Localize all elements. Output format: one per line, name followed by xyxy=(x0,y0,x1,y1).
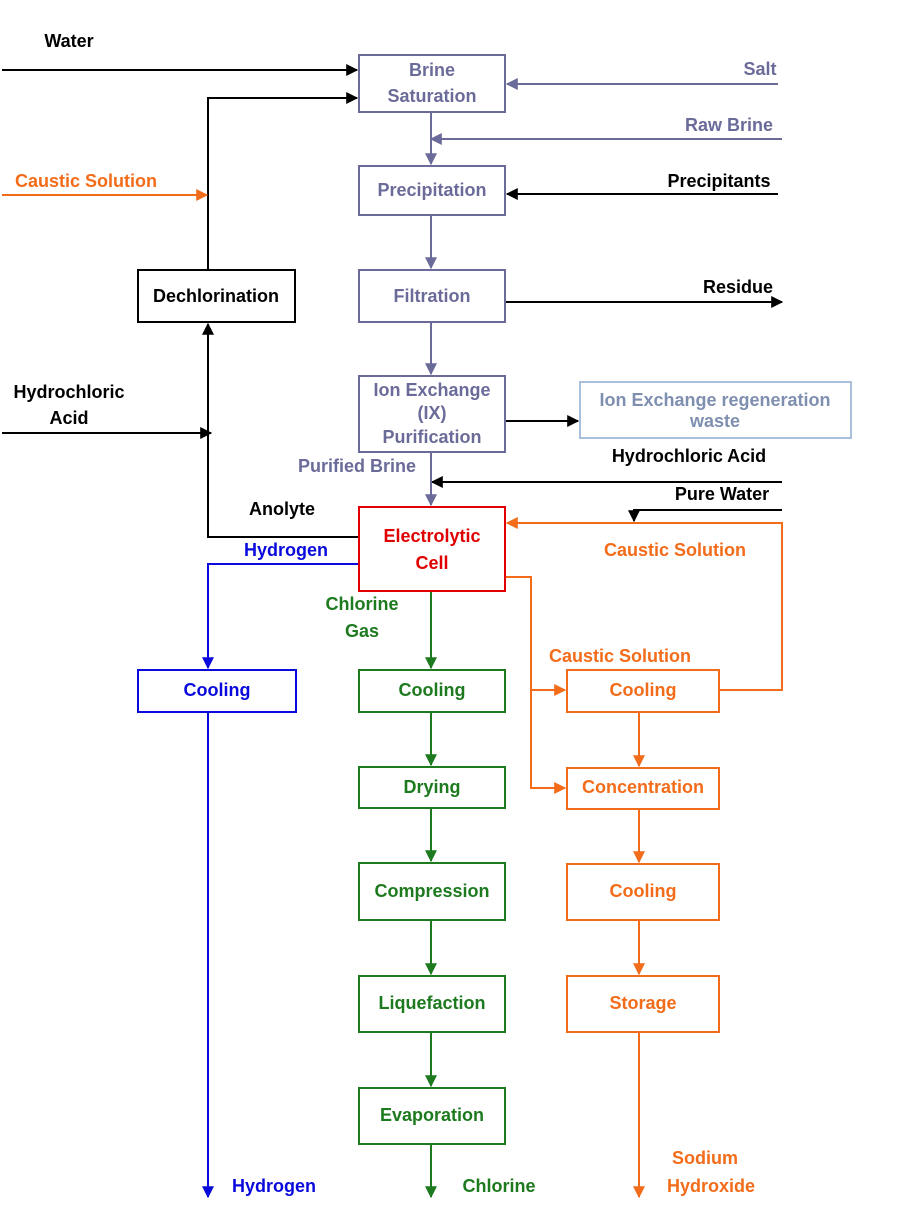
anolyte-to-dechlorination-arrow xyxy=(202,322,359,538)
caustic-storage-box: Storage xyxy=(566,975,720,1033)
chlorine-evaporation-box: Evaporation xyxy=(358,1087,506,1145)
chlorine-liquefaction-box: Liquefaction xyxy=(358,975,506,1033)
raw-brine-label: Raw Brine xyxy=(685,115,773,135)
dechlorination-box: Dechlorination xyxy=(137,269,296,323)
electrolytic-cell-label-1: Electrolytic xyxy=(383,526,480,546)
pure-water-label: Pure Water xyxy=(675,484,769,504)
precipitation-box: Precipitation xyxy=(358,165,506,216)
brine-saturation-label-2: Saturation xyxy=(387,86,476,106)
hcl-left-label-1: Hydrochloric xyxy=(13,382,124,402)
ion-exchange-box: Ion Exchange (IX) Purification xyxy=(358,375,506,453)
pure-water-arrow xyxy=(628,509,782,523)
brine-saturation-label-1: Brine xyxy=(409,60,455,80)
hydrogen-cooling-label: Cooling xyxy=(184,680,251,700)
ix-waste-label-1: Ion Exchange regeneration xyxy=(599,390,830,410)
ion-exchange-label-1: Ion Exchange xyxy=(373,380,490,400)
ix-waste-label-2: waste xyxy=(689,411,740,431)
ion-exchange-label-2: (IX) xyxy=(418,403,447,423)
hcl-left-label-2: Acid xyxy=(49,408,88,428)
cell-to-caustic-cooling-arrow xyxy=(505,576,567,696)
caustic-cooling-2-label: Cooling xyxy=(610,881,677,901)
dechlorination-return-arrow xyxy=(207,92,359,270)
chlorine-output-label: Chlorine xyxy=(462,1176,535,1196)
filtration-label: Filtration xyxy=(394,286,471,306)
sodium-hydroxide-label-1: Sodium xyxy=(672,1148,738,1168)
water-label: Water xyxy=(44,31,93,51)
filtration-box: Filtration xyxy=(358,269,506,323)
chlorine-drying-box: Drying xyxy=(358,766,506,809)
caustic-cooling-box: Cooling xyxy=(566,669,720,713)
electrolytic-cell-label-2: Cell xyxy=(415,553,448,573)
caustic-storage-label: Storage xyxy=(609,993,676,1013)
brine-saturation-box: Brine Saturation xyxy=(358,54,506,113)
caustic-concentration-label: Concentration xyxy=(582,777,704,797)
dechlorination-label: Dechlorination xyxy=(153,286,279,306)
caustic-cooling-label: Cooling xyxy=(610,680,677,700)
precipitants-label: Precipitants xyxy=(667,171,770,191)
ix-regeneration-waste-box: Ion Exchange regeneration waste xyxy=(579,381,852,439)
chlorine-gas-label-2: Gas xyxy=(345,621,379,641)
sodium-hydroxide-label-2: Hydroxide xyxy=(667,1176,755,1196)
chlorine-evaporation-label: Evaporation xyxy=(380,1105,484,1125)
ion-exchange-label-3: Purification xyxy=(382,427,481,447)
hydrogen-output-label: Hydrogen xyxy=(232,1176,316,1196)
chlorine-drying-label: Drying xyxy=(403,777,460,797)
caustic-solution-recycle-label: Caustic Solution xyxy=(604,540,746,560)
caustic-concentration-box: Concentration xyxy=(566,767,720,810)
anolyte-label: Anolyte xyxy=(249,499,315,519)
cell-to-hydrogen-cooling-arrow xyxy=(202,563,359,670)
caustic-solution-left-label: Caustic Solution xyxy=(15,171,157,191)
residue-label: Residue xyxy=(703,277,773,297)
caustic-solution-branch-label: Caustic Solution xyxy=(549,646,691,666)
salt-label: Salt xyxy=(743,59,776,79)
electrolytic-cell-box: Electrolytic Cell xyxy=(358,506,506,592)
chlorine-compression-label: Compression xyxy=(374,881,489,901)
caustic-cooling-2-box: Cooling xyxy=(566,863,720,921)
hcl-right-label: Hydrochloric Acid xyxy=(612,446,766,466)
chlorine-cooling-box: Cooling xyxy=(358,669,506,713)
chlorine-liquefaction-label: Liquefaction xyxy=(379,993,486,1013)
chlorine-cooling-label: Cooling xyxy=(399,680,466,700)
caustic-recycle-arrow xyxy=(505,517,783,691)
hydrogen-stream-label: Hydrogen xyxy=(244,540,328,560)
chlorine-compression-box: Compression xyxy=(358,862,506,921)
purified-brine-label: Purified Brine xyxy=(298,456,416,476)
hydrogen-cooling-box: Cooling xyxy=(137,669,297,713)
caustic-bypass-to-concentration-arrow xyxy=(530,690,567,794)
precipitation-label: Precipitation xyxy=(377,180,486,200)
chlorine-gas-label-1: Chlorine xyxy=(325,594,398,614)
